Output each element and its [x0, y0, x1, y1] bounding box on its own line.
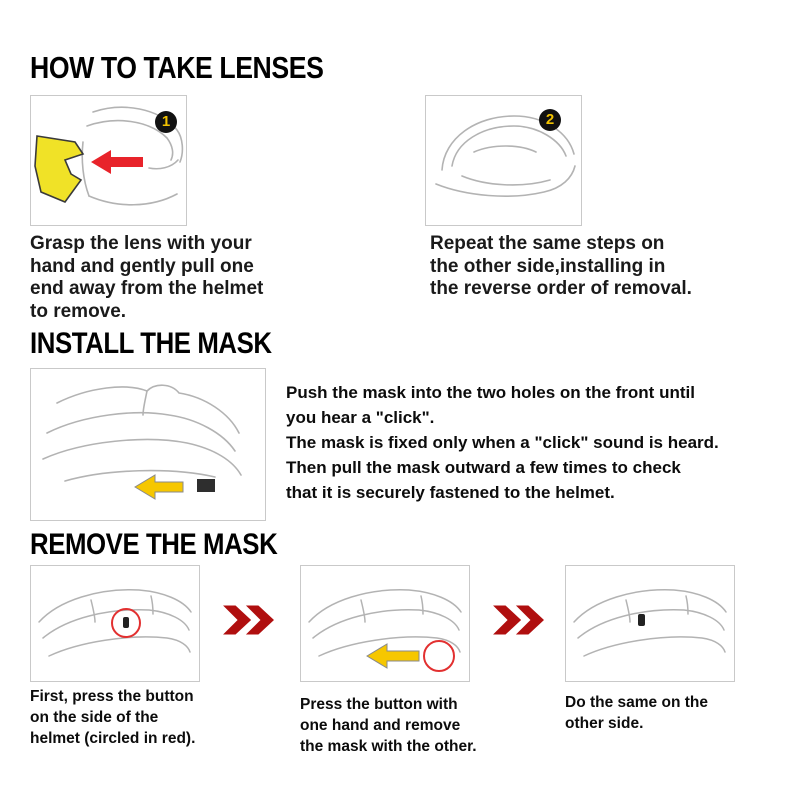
- lens-highlight: [34, 135, 85, 203]
- mask-install-illustration: [42, 384, 242, 500]
- chin-guard-sketch: [38, 589, 192, 657]
- step-1-caption: Grasp the lens with your hand and gently…: [30, 233, 264, 322]
- step-1-badge: 1: [155, 111, 177, 133]
- push-arrow-icon: [134, 474, 184, 500]
- panel-remove-step-2: [300, 565, 470, 682]
- release-button-mark: [638, 614, 645, 626]
- chin-guard-sketch: [573, 589, 727, 657]
- section-title-install-mask: INSTALL THE MASK: [30, 327, 272, 360]
- next-step-arrow-icon: [493, 605, 544, 635]
- section-title-take-lenses: HOW TO TAKE LENSES: [30, 50, 324, 85]
- helmet-lens-illustration: [34, 106, 184, 206]
- install-mask-instructions: Push the mask into the two holes on the …: [286, 383, 719, 502]
- chin-guard-illustration-3: [573, 589, 727, 657]
- remove-step-1-caption: First, press the button on the side of t…: [30, 688, 196, 747]
- helmet-sketch: [435, 115, 576, 197]
- panel-lens-step-1: 1: [30, 95, 187, 226]
- helmet-other-side-illustration: [435, 115, 576, 197]
- red-circle-highlight: [423, 640, 455, 672]
- chin-guard-sketch: [308, 589, 462, 657]
- next-step-arrow-icon: [223, 605, 274, 635]
- remove-step-3-caption: Do the same on the other side.: [565, 694, 708, 732]
- section-title-remove-mask: REMOVE THE MASK: [30, 528, 278, 561]
- mask-sketch: [42, 384, 242, 482]
- panel-install-mask: [30, 368, 266, 521]
- remove-step-2-caption: Press the button with one hand and remov…: [300, 696, 477, 755]
- panel-remove-step-3: [565, 565, 735, 682]
- step-2-badge: 2: [539, 109, 561, 131]
- remove-arrow-icon: [366, 643, 420, 669]
- release-button-mark: [123, 617, 129, 628]
- panel-lens-step-2: 2: [425, 95, 582, 226]
- red-circle-highlight: [111, 608, 141, 638]
- helmet-sketch: [81, 106, 184, 206]
- pull-arrow-icon: [91, 150, 143, 174]
- panel-remove-step-1: [30, 565, 200, 682]
- step-2-caption: Repeat the same steps on the other side,…: [430, 233, 692, 299]
- chin-guard-illustration-1: [38, 589, 192, 657]
- chin-guard-illustration-2: [308, 589, 462, 672]
- mask-socket-detail: [197, 479, 215, 492]
